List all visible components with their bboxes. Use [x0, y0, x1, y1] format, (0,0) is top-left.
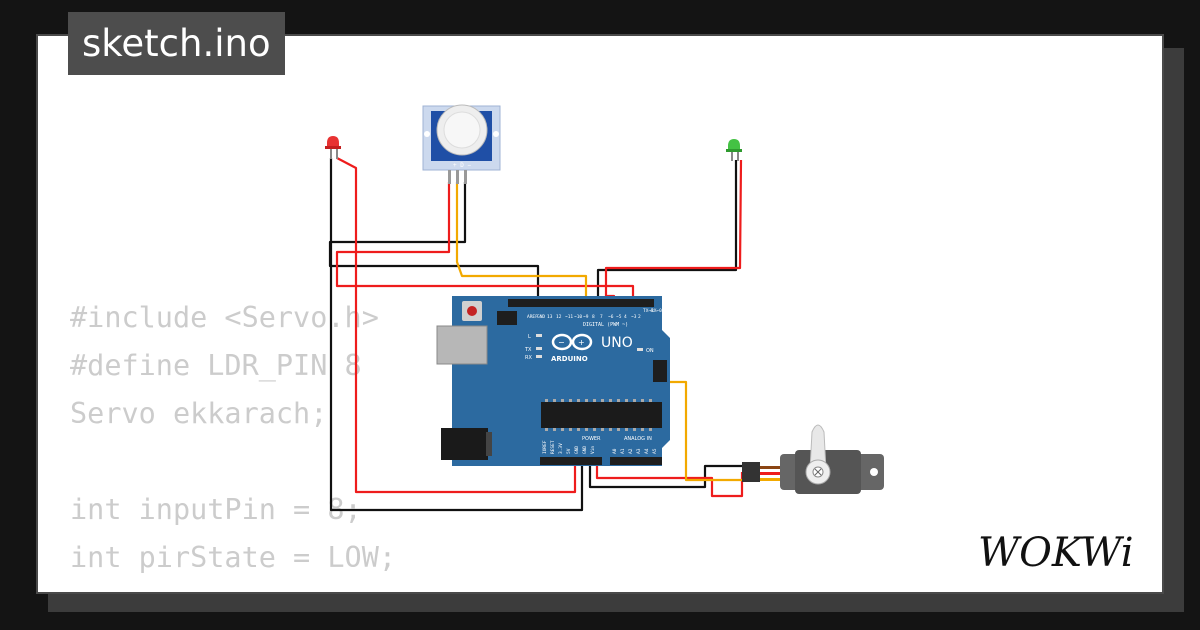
- led-green[interactable]: [726, 139, 742, 161]
- wire-black[interactable]: [588, 462, 742, 489]
- analog-pin-label: A3: [636, 448, 642, 454]
- power-pin-label: 5V: [566, 448, 572, 454]
- project-title[interactable]: sketch.ino: [68, 12, 285, 75]
- digital-pin-label: 13: [547, 314, 553, 320]
- wokwi-logo: WOKWi: [978, 530, 1134, 576]
- digital-pin-label: ~10: [574, 314, 582, 320]
- digital-pin-label: 8: [592, 314, 595, 320]
- on-led-label: ON: [646, 348, 654, 354]
- code-line: int pirState = LOW;: [70, 541, 397, 574]
- analog-pin-label: A5: [652, 448, 658, 454]
- code-preview: #include <Servo.h> #define LDR_PIN 8 Servo…: [70, 294, 397, 592]
- wire-red[interactable]: [336, 157, 577, 494]
- servo-motor[interactable]: [742, 424, 884, 494]
- svg-text:−: −: [558, 338, 565, 347]
- digital-pin-label: 7: [600, 314, 603, 320]
- digital-pin-label: ~3: [631, 314, 637, 320]
- code-line: int val = 0;: [70, 582, 396, 592]
- digital-pin-label: ~11: [565, 314, 573, 320]
- power-pin-label: Vin: [590, 446, 596, 454]
- l-led-label: L: [528, 334, 531, 340]
- power-pin-label: 3.3V: [558, 443, 564, 454]
- digital-pin-label: GND: [537, 314, 545, 320]
- wire-red[interactable]: [604, 159, 743, 302]
- digital-pin-label: ~5: [616, 314, 622, 320]
- led-red[interactable]: [325, 136, 341, 159]
- code-line: int inputPin = 8;: [70, 493, 362, 526]
- power-pin-labels: IOREF RESET 3.3V 5V GND GND Vin: [542, 440, 596, 454]
- power-pin-label: IOREF: [542, 440, 548, 454]
- analog-label: ANALOG IN: [624, 436, 652, 442]
- svg-text:+: +: [578, 338, 585, 347]
- analog-pin-label: A1: [620, 448, 626, 454]
- digital-pin-label: 12: [556, 314, 562, 320]
- wire-black[interactable]: [329, 158, 584, 512]
- digital-pin-label: 4: [624, 314, 627, 320]
- code-line: #include <Servo.h>: [70, 301, 379, 334]
- power-label: POWER: [582, 436, 601, 442]
- arduino-uno-board[interactable]: AREF GND 13 12 ~11 ~10 ~9 8 7 ~6 ~5 4 ~3…: [436, 296, 670, 466]
- digital-pin-label: TX→1: [643, 308, 654, 314]
- tx-led-label: TX: [524, 347, 532, 353]
- wire-red[interactable]: [595, 462, 744, 498]
- analog-header: [610, 457, 662, 465]
- power-jack: [441, 428, 488, 460]
- uno-wordmark: UNO: [601, 335, 633, 351]
- digital-pin-label: ~9: [583, 314, 589, 320]
- pir-motion-sensor[interactable]: + D −: [422, 104, 501, 184]
- analog-pin-label: A0: [612, 448, 618, 454]
- wire-orange[interactable]: [455, 182, 588, 302]
- wokwi-wordmark: WOKWi: [978, 530, 1134, 576]
- microcontroller-chip: [541, 402, 662, 428]
- pir-pin-labels: + D −: [453, 162, 471, 169]
- analog-pin-label: A4: [644, 448, 650, 454]
- code-line: Servo ekkarach;: [70, 397, 328, 430]
- analog-pin-label: A2: [628, 448, 634, 454]
- wire-black[interactable]: [596, 160, 738, 302]
- power-pin-label: GND: [574, 446, 580, 454]
- rx-led-label: RX: [525, 355, 532, 361]
- digital-pin-labels: AREF GND 13 12 ~11 ~10 ~9 8 7 ~6 ~5 4 ~3…: [527, 308, 662, 320]
- digital-header-label: DIGITAL (PWM ~): [583, 322, 628, 328]
- digital-pin-label: RX←0: [651, 308, 662, 314]
- power-pin-label: GND: [582, 446, 588, 454]
- code-line: #define LDR_PIN 8: [70, 349, 362, 382]
- digital-header: [508, 299, 654, 307]
- power-pin-label: RESET: [550, 440, 556, 454]
- digital-pin-label: 2: [638, 314, 641, 320]
- usb-connector: [436, 325, 488, 365]
- analog-pin-labels: A0 A1 A2 A3 A4 A5: [612, 448, 658, 454]
- arduino-wordmark: ARDUINO: [551, 355, 588, 363]
- wire-red[interactable]: [335, 182, 635, 302]
- wire-black[interactable]: [328, 182, 540, 302]
- power-header: [540, 457, 602, 465]
- digital-pin-label: ~6: [608, 314, 614, 320]
- digital-pin-label: AREF: [527, 314, 538, 320]
- arduino-logo: [551, 333, 593, 351]
